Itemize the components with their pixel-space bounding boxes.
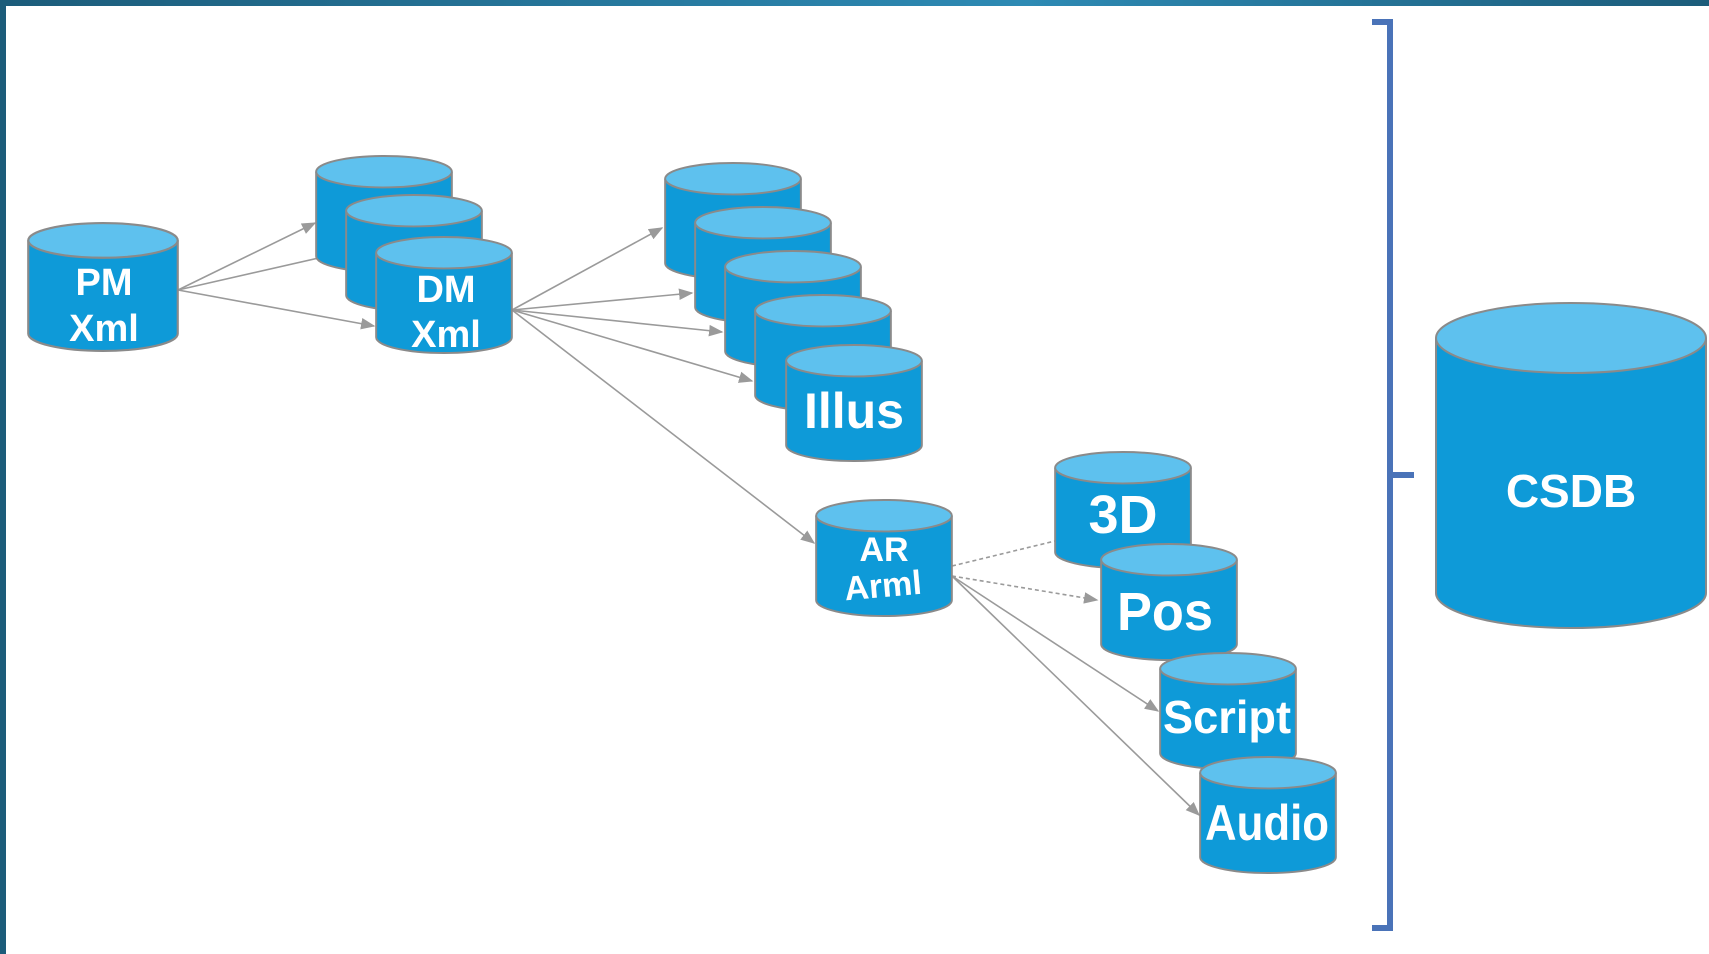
illus-label: Illus bbox=[804, 383, 904, 439]
script-cylinder: Script bbox=[1159, 651, 1297, 771]
arrow-dm-to-illus4 bbox=[511, 309, 754, 383]
pos-label: Pos bbox=[1117, 582, 1213, 642]
arrow-pm-to-dm1 bbox=[177, 222, 317, 291]
pm-xml-cylinder: PM Xml bbox=[27, 221, 179, 353]
ar-label-line1: AR bbox=[859, 531, 908, 569]
pm-label-line2: Xml bbox=[69, 308, 139, 350]
csdb-label: CSDB bbox=[1506, 465, 1636, 517]
connectors bbox=[177, 222, 1201, 817]
arrow-dm-to-ar bbox=[511, 309, 816, 544]
dm-label-line2: Xml bbox=[411, 314, 481, 356]
arrow-ar-to-script bbox=[951, 575, 1160, 712]
right-brace bbox=[1372, 19, 1414, 931]
pos-cylinder: Pos bbox=[1100, 542, 1238, 662]
audio-label: Audio bbox=[1205, 795, 1329, 851]
arrow-dm-to-illus3 bbox=[511, 309, 724, 337]
script-label: Script bbox=[1163, 691, 1291, 743]
3d-cylinder: 3D bbox=[1054, 450, 1192, 570]
csdb-cylinder: CSDB bbox=[1435, 302, 1707, 629]
arrow-ar-to-audio bbox=[951, 575, 1201, 817]
arrow-ar-to-3d bbox=[951, 540, 1056, 567]
dm-label-line1: DM bbox=[416, 269, 475, 311]
top-border bbox=[0, 0, 1709, 6]
illus-stack: Illus bbox=[664, 161, 923, 463]
pm-label-line1: PM bbox=[76, 262, 133, 304]
3d-label: 3D bbox=[1088, 485, 1157, 545]
arrow-dm-to-illus1 bbox=[511, 227, 664, 311]
arrow-dm-to-illus2 bbox=[511, 288, 694, 311]
audio-cylinder: Audio bbox=[1199, 755, 1337, 875]
arrow-ar-to-pos bbox=[951, 575, 1099, 604]
left-border bbox=[0, 0, 6, 954]
dm-xml-stack: DM Xml bbox=[315, 154, 513, 356]
arrow-pm-to-dm3 bbox=[177, 289, 376, 330]
ar-arml-cylinder: AR Arml bbox=[815, 498, 953, 618]
ar-label-line2: Arml bbox=[843, 564, 923, 609]
